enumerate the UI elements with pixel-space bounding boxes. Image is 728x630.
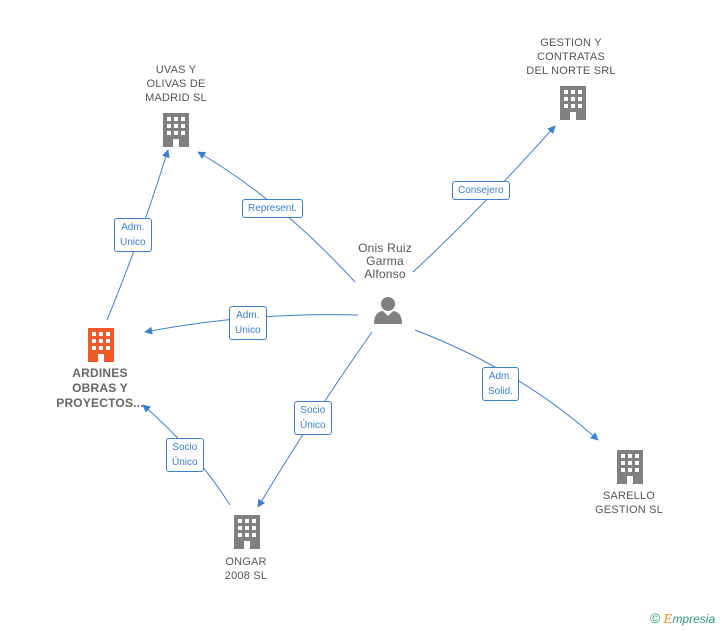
edge-label-ardines-uvas: Adm. Unico [114, 218, 152, 252]
node-label-person[interactable]: Onis Ruiz Garma Alfonso [358, 241, 412, 281]
node-label-ardines[interactable]: ARDINES OBRAS Y PROYECTOS... [56, 366, 144, 410]
brand-name: mpresia [672, 612, 716, 626]
brand-initial: E [663, 612, 673, 626]
edge-label-ongar-ardines: Socio Único [166, 438, 204, 472]
building-icon-gestion [560, 86, 586, 120]
empresia-logo: © Empresia [650, 610, 715, 626]
person-icon [374, 297, 402, 324]
building-icon-uvas [163, 113, 189, 147]
node-label-ongar[interactable]: ONGAR 2008 SL [224, 556, 268, 582]
edge-label-person-uvas: Represent. [242, 199, 303, 218]
node-label-gestion[interactable]: GESTION Y CONTRATAS DEL NORTE SRL [526, 37, 616, 77]
edge-label-person-sarello: Adm. Solid. [482, 367, 520, 401]
node-label-uvas[interactable]: UVAS Y OLIVAS DE MADRID SL [145, 64, 207, 104]
building-icon-ardines [88, 328, 114, 362]
edge-label-person-ongar: Socio Único [294, 401, 332, 435]
edge-label-person-gestion: Consejero [452, 181, 510, 200]
node-label-sarello[interactable]: SARELLO GESTION SL [594, 490, 664, 516]
copyright-symbol: © [650, 610, 661, 626]
edge-person-gestion [412, 125, 556, 273]
building-icon-ongar [234, 515, 260, 549]
edge-label-person-ardines: Adm. Unico [229, 306, 267, 340]
building-icon-sarello [617, 450, 643, 484]
